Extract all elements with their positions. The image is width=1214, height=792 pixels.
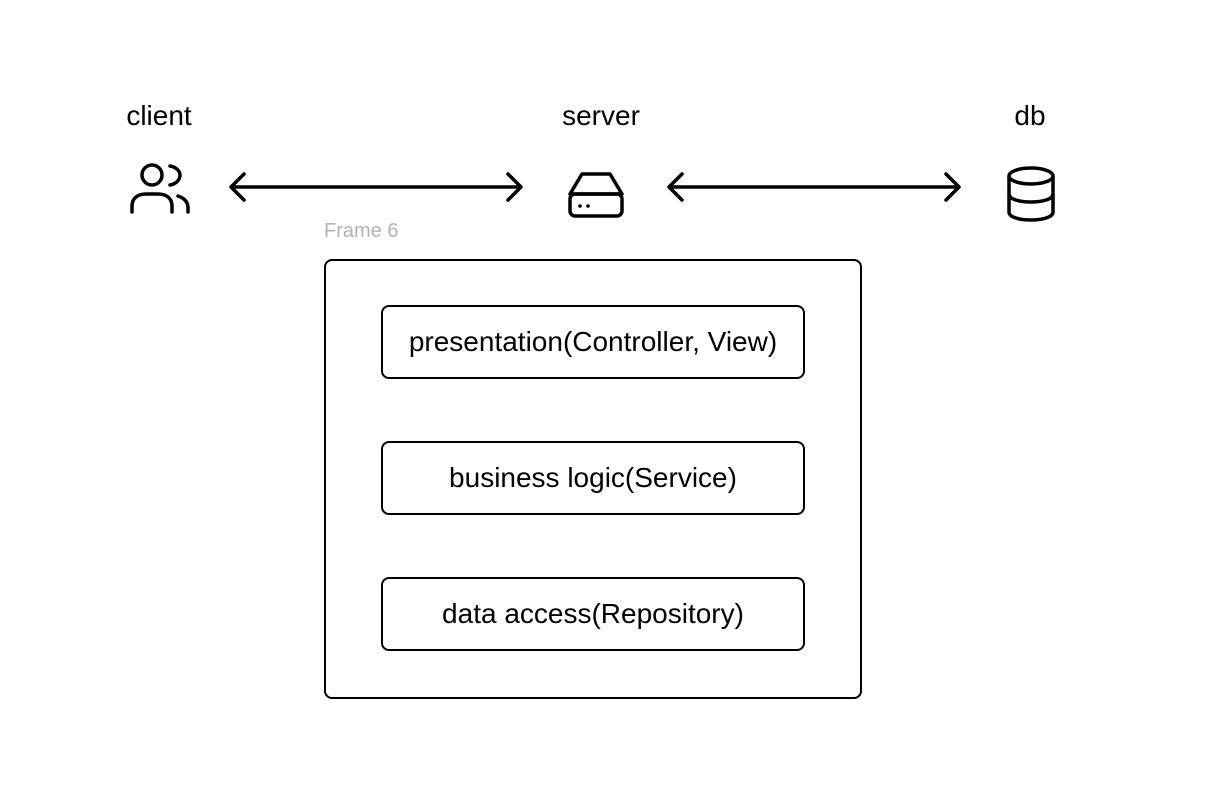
bidirectional-arrow-server-db — [667, 172, 961, 202]
client-label: client — [126, 100, 192, 131]
bidirectional-arrow-client-server — [229, 172, 523, 202]
database-icon — [1007, 166, 1055, 222]
layer-business-logic: business logic(Service) — [381, 441, 805, 515]
server-icon — [568, 172, 624, 218]
layer-presentation: presentation(Controller, View) — [381, 305, 805, 379]
server-label: server — [562, 100, 640, 131]
db-label: db — [1014, 100, 1046, 131]
server-layers-frame: presentation(Controller, View) business … — [324, 259, 862, 699]
layer-data-access: data access(Repository) — [381, 577, 805, 651]
users-icon — [130, 163, 190, 214]
frame-label: Frame 6 — [324, 220, 399, 242]
